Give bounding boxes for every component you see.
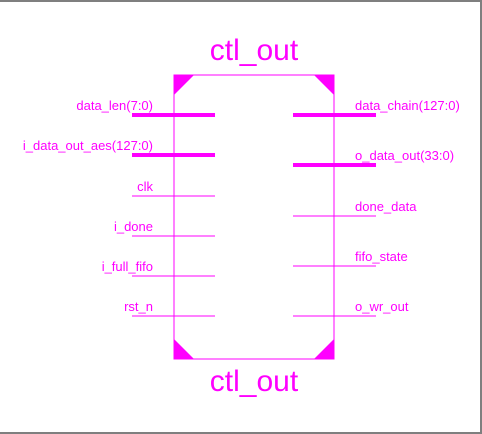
- pin-label-clk: clk: [137, 179, 153, 194]
- pin-label-i-done: i_done: [113, 219, 153, 234]
- block-title-top: ctl_out: [209, 34, 299, 67]
- pin-label-done-data: done_data: [355, 199, 417, 214]
- pin-label-rst-n: rst_n: [124, 299, 153, 314]
- corner-marker-top-right: [314, 75, 334, 95]
- pin-label-i-data-out-aes: i_data_out_aes(127:0): [22, 138, 153, 153]
- frame-border-top: [0, 0, 482, 2]
- pin-label-fifo-state: fifo_state: [355, 249, 408, 264]
- corner-marker-top-left: [174, 75, 194, 95]
- block-body: [173, 74, 335, 360]
- frame-border-right: [480, 0, 482, 434]
- pin-label-data-chain: data_chain(127:0): [355, 98, 460, 113]
- block-title-bottom: ctl_out: [209, 365, 299, 398]
- pin-label-i-full-fifo: i_full_fifo: [101, 259, 153, 274]
- corner-marker-bottom-left: [174, 339, 194, 359]
- pin-lines: [132, 113, 376, 317]
- pin-label-data-len: data_len(7:0): [76, 98, 153, 113]
- pin-label-o-data-out: o_data_out(33:0): [355, 148, 455, 163]
- frame-border-bottom: [0, 432, 482, 434]
- corner-marker-bottom-right: [314, 339, 334, 359]
- pin-label-o-wr-out: o_wr_out: [355, 299, 409, 314]
